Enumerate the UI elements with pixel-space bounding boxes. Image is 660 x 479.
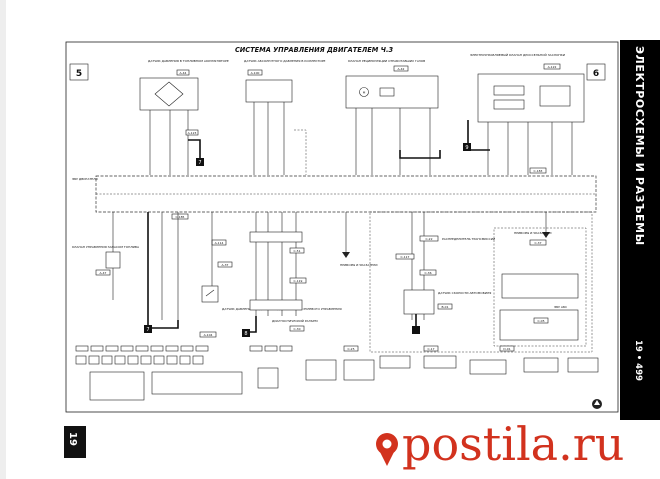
ground-marker-9-label: 9 bbox=[465, 145, 468, 151]
connector-label-c25: C-25 bbox=[348, 347, 355, 351]
connector-label-b01: B-01 bbox=[442, 305, 449, 309]
sidebar-title: ЭЛЕКТРОСХЕМЫ И РАЗЪЕМЫ bbox=[633, 46, 646, 246]
connector-label-c05: C-05 bbox=[538, 319, 545, 323]
ground-marker-7b bbox=[144, 325, 152, 333]
motor-icon bbox=[359, 87, 369, 97]
pinout-block-10 bbox=[567, 357, 599, 373]
boost-sensor-label: ДАТЧИК АБСОЛЮТНОГО ДАВЛЕНИЯ В КОЛЛЕКТОРЕ bbox=[244, 59, 325, 63]
section-number-right: 6 bbox=[593, 69, 599, 79]
pinout-block-1 bbox=[89, 371, 145, 401]
pinout-block-8 bbox=[469, 359, 507, 375]
section-marker-left bbox=[69, 63, 89, 81]
watermark-text: postila.ru bbox=[402, 417, 624, 471]
connector-label-a47: A-47 bbox=[100, 271, 107, 275]
egr-valve-label: КЛАПАН РЕЦИРКУЛЯЦИИ ОТРАБОТАВШИХ ГАЗОВ bbox=[348, 59, 425, 63]
connector-label-a100: A-100 bbox=[251, 71, 260, 75]
egr-valve: КЛАПАН РЕЦИРКУЛЯЦИИ ОТРАБОТАВШИХ ГАЗОВ A… bbox=[345, 59, 441, 175]
pressure-sensor-body bbox=[139, 77, 199, 111]
throttle-valve-body bbox=[477, 73, 585, 123]
section-number-left: 5 bbox=[76, 69, 82, 79]
connector-label-d01: D-01 bbox=[503, 347, 510, 351]
section-marker-right bbox=[586, 63, 606, 81]
postila-watermark: postila.ru bbox=[376, 417, 624, 471]
connector-label-c117: C-117 bbox=[401, 255, 410, 259]
diagram-frame bbox=[65, 41, 619, 413]
ground-marker-8 bbox=[242, 329, 250, 337]
page-number: 19 • 499 bbox=[633, 340, 643, 381]
pressure-sensor: ДАТЧИК ДАВЛЕНИЯ В ТОПЛИВНОМ АККУМУЛЯТОРЕ… bbox=[139, 59, 229, 175]
pinout-block-5 bbox=[343, 359, 375, 381]
centre-circuit: C-51 C-119 ДИАГНОСТИЧЕСКИЙ РАЗЪЕМ C-30 8… bbox=[242, 212, 378, 337]
devices-label-2: ПРИБОРЫ И УКАЗАТЕЛИ bbox=[514, 231, 552, 235]
chapter-tab bbox=[64, 426, 86, 458]
egr-valve-body bbox=[345, 75, 439, 109]
speed-sensor-label: ДАТЧИК СКОРОСТИ АВТОМОБИЛЯ bbox=[438, 291, 491, 295]
connector-tag-a44 bbox=[176, 69, 190, 76]
pressure-sensor-label: ДАТЧИК ДАВЛЕНИЯ В ТОПЛИВНОМ АККУМУЛЯТОРЕ bbox=[148, 59, 229, 63]
diagram-title: СИСТЕМА УПРАВЛЕНИЯ ДВИГАТЕЛЕМ Ч.3 bbox=[235, 46, 394, 54]
oil-pressure-switch-body bbox=[201, 285, 219, 303]
pinout-block-7 bbox=[423, 355, 457, 369]
ground-marker-7 bbox=[196, 158, 204, 166]
connector-label-a114: A-114 bbox=[215, 241, 224, 245]
devices-label-1: ПРИБОРЫ И УКАЗАТЕЛИ bbox=[340, 263, 378, 267]
sidebar-band bbox=[620, 40, 660, 420]
throttle-valve-label: ЭЛЕКТРОУПРАВЛЯЕМЫЙ КЛАПАН ДРОССЕЛЬНОЙ ЗА… bbox=[470, 52, 565, 57]
boost-sensor: ДАТЧИК АБСОЛЮТНОГО ДАВЛЕНИЯ В КОЛЛЕКТОРЕ… bbox=[244, 59, 325, 175]
diagnostic-connector-label: ДИАГНОСТИЧЕСКИЙ РАЗЪЕМ bbox=[272, 318, 318, 323]
ecu-asc-label: ЭБУ АБС bbox=[554, 305, 567, 309]
distributor-label: РАСПРЕДЕЛИТЕЛЬ ТРАНСМИССИИ bbox=[442, 237, 495, 241]
connector-pinout-row: C-25 C-17 D-01 bbox=[75, 345, 599, 401]
svg-text:7: 7 bbox=[146, 327, 149, 333]
pinout-block-4 bbox=[305, 359, 337, 381]
connector-label-a104: A-104 bbox=[204, 333, 213, 337]
connector-label-c51: C-51 bbox=[294, 249, 301, 253]
connector-label-a42: A-42 bbox=[398, 67, 405, 71]
connector-label-c119: C-119 bbox=[294, 279, 303, 283]
speed-sensor-body bbox=[403, 289, 435, 315]
pinout-block-9 bbox=[523, 357, 559, 373]
connector-label-a122: A-122 bbox=[548, 65, 557, 69]
pinout-block-2 bbox=[151, 371, 243, 395]
connector-label-c22: C-22 bbox=[426, 237, 433, 241]
throttle-valve: ЭЛЕКТРОУПРАВЛЯЕМЫЙ КЛАПАН ДРОССЕЛЬНОЙ ЗА… bbox=[463, 52, 585, 175]
pinout-block-6 bbox=[379, 355, 411, 369]
connector-label-c183: C-183 bbox=[534, 169, 543, 173]
ground-marker-9 bbox=[463, 143, 471, 151]
boost-sensor-body bbox=[245, 79, 293, 103]
right-circuit: C-22 РАСПРЕДЕЛИТЕЛЬ ТРАНСМИССИИ C-117 C-… bbox=[369, 211, 593, 353]
page-scan-shadow bbox=[0, 0, 6, 479]
connector-label-c17: C-17 bbox=[428, 347, 435, 351]
connector-label-c30: C-30 bbox=[294, 327, 301, 331]
pin-logo-icon bbox=[376, 433, 398, 466]
pinout-block-3 bbox=[257, 367, 279, 389]
connector-label-a37: A-37 bbox=[222, 263, 229, 267]
ground-marker-8-label: 8 bbox=[244, 331, 247, 337]
connector-label-c36: C-36 bbox=[425, 271, 432, 275]
connector-label-c37: C-37 bbox=[535, 241, 542, 245]
ground-marker-7-label: 7 bbox=[198, 160, 201, 166]
ecu-label: ЭБУ ДВИГАТЕЛЯ bbox=[72, 177, 98, 181]
svg-text:M: M bbox=[363, 91, 366, 95]
connector-label-a44: A-44 bbox=[180, 71, 187, 75]
connector-label-c185: C-185 bbox=[176, 215, 185, 219]
connector-label-a123: A-123 bbox=[188, 131, 197, 135]
fuel-control-valve-label: КЛАПАН УПРАВЛЕНИЯ ЗАПАСОМ ТОПЛИВА bbox=[72, 245, 140, 249]
chapter-number: 19 bbox=[67, 432, 78, 446]
sensor-bridge-icon bbox=[154, 81, 184, 107]
